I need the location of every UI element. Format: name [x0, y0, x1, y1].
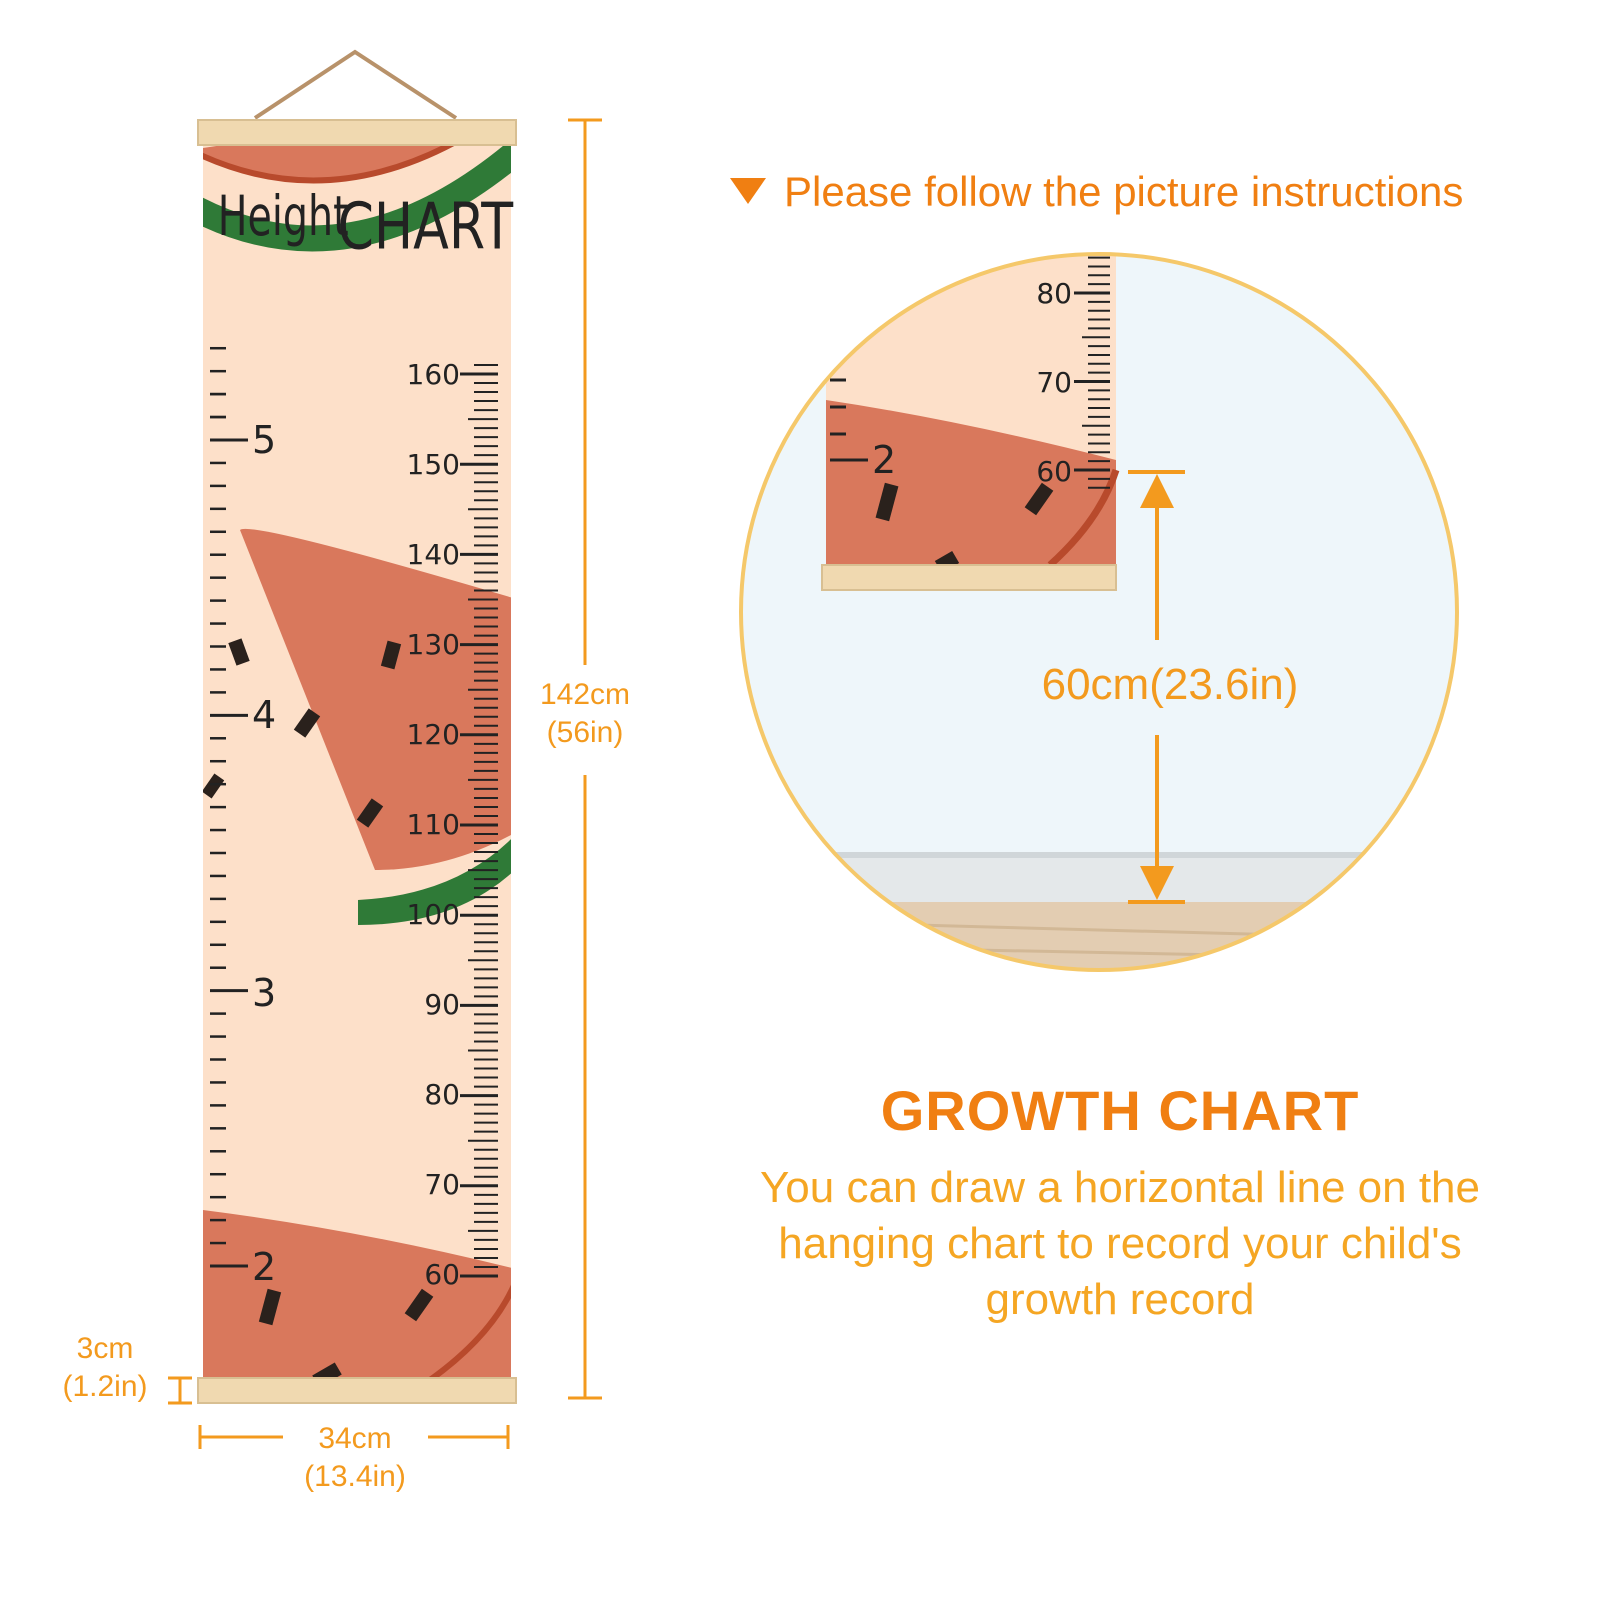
bottom-bar-dimension-label: 3cm (1.2in) — [40, 1330, 170, 1406]
width-in: (13.4in) — [304, 1460, 406, 1493]
cm-label-160: 160 — [407, 358, 460, 391]
bottom-cm: 3cm — [76, 1332, 134, 1365]
cm-label-60: 60 — [424, 1258, 460, 1291]
cm-label-90: 90 — [424, 988, 460, 1021]
description-line: growth record — [985, 1275, 1255, 1324]
growth-chart-title: GROWTH CHART — [880, 1079, 1360, 1142]
instruction-heading: Please follow the picture instructions — [730, 168, 1463, 216]
bottom-wood-bar — [197, 1377, 517, 1404]
cm-ruler — [460, 363, 498, 1278]
triangle-down-icon — [730, 177, 766, 204]
cm-labels: 160 150 140 130 120 110 100 90 80 70 60 — [407, 358, 460, 1291]
cm-label-140: 140 — [407, 538, 460, 571]
height-cm: 142cm — [539, 678, 631, 711]
installation-detail-circle: 80 70 60 2 — [739, 252, 1459, 972]
ft-label-5: 5 — [252, 418, 276, 462]
cm-label-150: 150 — [407, 448, 460, 481]
width-dimension-label: 34cm (13.4in) — [285, 1420, 425, 1496]
description-line: You can draw a horizontal line on the — [760, 1163, 1480, 1212]
measurement-arrow — [1128, 470, 1185, 904]
poster-title-height: Height — [218, 186, 349, 249]
cm-label-80: 80 — [424, 1078, 460, 1111]
bottom-in: (1.2in) — [62, 1370, 148, 1403]
cm-label-130: 130 — [407, 628, 460, 661]
ft-label-4: 4 — [252, 693, 276, 737]
ft-label-3: 3 — [252, 971, 276, 1015]
detail-ft-label-2: 2 — [872, 438, 896, 482]
top-wood-bar — [197, 119, 517, 146]
height-in: (56in) — [546, 716, 624, 749]
watermelon-pattern — [203, 145, 511, 1385]
height-chart-poster: Height CHART 160 150 140 130 120 110 100… — [197, 119, 517, 1404]
cm-label-120: 120 — [407, 718, 460, 751]
height-dimension-label: 142cm (56in) — [520, 676, 650, 752]
detail-cm-label-70: 70 — [1036, 366, 1072, 399]
growth-chart-description: You can draw a horizontal line on the ha… — [690, 1160, 1550, 1328]
cm-label-100: 100 — [407, 898, 460, 931]
hanging-rope — [253, 49, 458, 120]
cm-label-70: 70 — [424, 1168, 460, 1201]
ft-ruler — [210, 346, 248, 1268]
measurement-label: 60cm(23.6in) — [1000, 660, 1340, 710]
detail-cm-label-60: 60 — [1036, 455, 1072, 488]
instruction-text: Please follow the picture instructions — [784, 168, 1464, 215]
detail-ruler — [1074, 256, 1110, 489]
description-line: hanging chart to record your child's — [778, 1219, 1462, 1268]
ft-label-2: 2 — [252, 1245, 276, 1289]
dimension-lines — [168, 118, 602, 1449]
poster-title-chart: CHART — [338, 189, 514, 263]
width-cm: 34cm — [318, 1422, 392, 1455]
detail-cm-label-80: 80 — [1036, 277, 1072, 310]
ft-labels: 5 4 3 2 — [252, 418, 276, 1289]
cm-label-110: 110 — [407, 808, 460, 841]
